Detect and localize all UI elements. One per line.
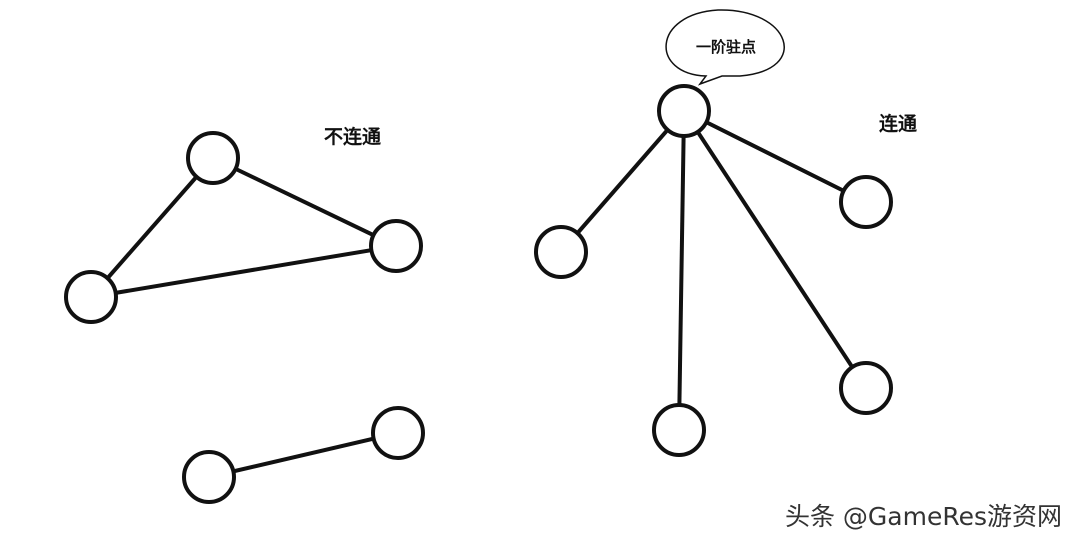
edge-top-right	[212, 156, 397, 248]
node-right-bottom-right	[839, 361, 893, 415]
node-left-right	[369, 219, 423, 273]
edge-bottom-pair	[208, 431, 399, 479]
disconnected-label: 不连通	[324, 125, 382, 148]
edge-left-right	[90, 244, 397, 299]
node-left-bottom-left	[64, 270, 118, 324]
callout-text: 一阶驻点	[696, 38, 756, 56]
watermark-text: 头条 @GameRes游资网	[785, 502, 1062, 531]
node-right-bottom	[652, 403, 706, 457]
node-left-top	[186, 131, 240, 185]
disconnected-graph	[64, 131, 425, 504]
node-left-pair-b	[371, 406, 425, 460]
node-right-right	[839, 175, 893, 229]
connected-label: 连通	[879, 112, 918, 135]
edge-top-left	[89, 156, 215, 299]
callout-bubble: 一阶驻点	[665, 9, 785, 86]
node-right-left	[534, 225, 588, 279]
node-hub	[657, 84, 711, 138]
edge-hub-left	[559, 109, 686, 254]
callout-shape	[665, 9, 785, 86]
edge-hub-bottom-right	[682, 109, 868, 390]
edge-hub-right	[683, 109, 867, 204]
edge-hub-bottom	[677, 110, 686, 431]
connected-graph	[534, 84, 893, 457]
node-left-pair-a	[182, 450, 236, 504]
